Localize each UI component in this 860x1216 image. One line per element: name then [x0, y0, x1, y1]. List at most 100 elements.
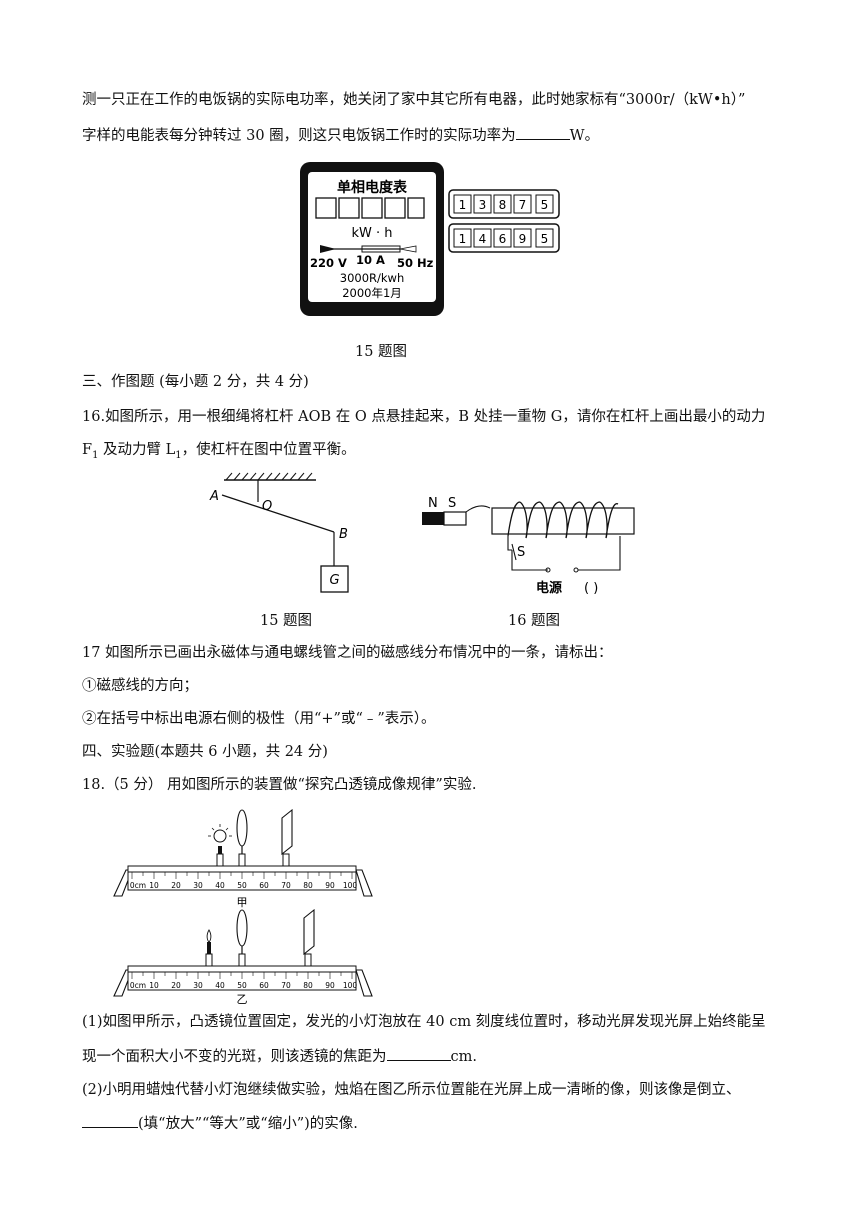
- q18-part2-line2: (填“放大”“等大”或“缩小”)的实像.: [82, 1113, 358, 1134]
- figure-caption-15-meter: 15 题图: [355, 344, 408, 360]
- bench-jia: 0cm 10 20 30 40 50 60 70 80 90 100: [113, 808, 373, 909]
- svg-text:80: 80: [303, 981, 313, 990]
- answer-blank: [82, 1113, 138, 1128]
- meter-reading-1: 1 3 8 7 5: [448, 189, 560, 219]
- svg-text:5: 5: [541, 232, 549, 246]
- optical-bench-figure: 0cm 10 20 30 40 50 60 70 80 90 100: [113, 808, 373, 1004]
- magnet-s-label: S: [448, 496, 456, 511]
- lever-figure: A O B G: [209, 472, 349, 593]
- light-screen-icon: [303, 908, 315, 967]
- meter-digit-window: [315, 197, 425, 219]
- svg-text:10: 10: [149, 981, 159, 990]
- q18-part2-line1: (2)小明用蜡烛代替小灯泡继续做实验，烛焰在图乙所示位置能在光屏上成一清晰的像，…: [82, 1082, 741, 1098]
- answer-blank: [515, 125, 570, 140]
- weight-g-label: G: [329, 573, 339, 588]
- solenoid-figure: N S S 电源 ( ): [422, 496, 635, 596]
- meter-title: 单相电度表: [337, 179, 408, 196]
- svg-text:50: 50: [237, 881, 247, 890]
- ruler-ticks-yi: [131, 972, 353, 979]
- svg-text:7: 7: [519, 198, 527, 212]
- bench-rail-yi: [127, 965, 357, 973]
- solenoid-core: [491, 507, 635, 535]
- q15-line2-text: 字样的电能表每分钟转过 30 圈，则这只电饭锅工作时的实际功率为: [82, 128, 516, 144]
- magnet-south-pole: [443, 511, 467, 526]
- svg-text:3: 3: [479, 198, 487, 212]
- svg-text:70: 70: [281, 881, 291, 890]
- svg-text:30: 30: [193, 981, 203, 990]
- q18-intro: 18.（5 分） 用如图所示的装置做“探究凸透镜成像规律”实验.: [82, 777, 477, 793]
- meter-arrow: [320, 245, 417, 253]
- q16-line1: 16.如图所示，用一根细绳将杠杆 AOB 在 O 点悬挂起来，B 处挂一重物 G…: [82, 409, 766, 425]
- light-screen-icon: [281, 808, 293, 867]
- q17-line3: ②在括号中标出电源右侧的极性（用“+”或“﹣”表示）。: [82, 711, 436, 727]
- section-4-heading: 四、实验题(本题共 6 小题，共 24 分): [82, 744, 328, 760]
- meter-face: [308, 172, 436, 302]
- ruler-labels-yi: 0cm 10 20 30 40 50 60 70 80 90 100: [130, 981, 357, 990]
- figure-caption-16-solenoid: 16 题图: [508, 613, 561, 629]
- switch-lever: [511, 543, 517, 561]
- point-o-label: O: [262, 499, 272, 514]
- svg-text:4: 4: [479, 232, 487, 246]
- bench-rail-jia: [127, 865, 357, 873]
- point-b-label: B: [339, 527, 348, 542]
- switch-s-label: S: [517, 545, 525, 560]
- svg-text:60: 60: [259, 881, 269, 890]
- svg-text:20: 20: [171, 881, 181, 890]
- convex-lens-icon: [236, 809, 248, 867]
- label-jia: 甲: [237, 896, 248, 909]
- svg-text:70: 70: [281, 981, 291, 990]
- wire-left: [507, 536, 512, 551]
- meter-date: 2000年1月: [342, 286, 402, 300]
- magnet-n-label: N: [428, 496, 438, 511]
- wire-bottom-left: [511, 564, 548, 571]
- q15-line2: 字样的电能表每分钟转过 30 圈，则这只电饭锅工作时的实际功率为 W。: [82, 125, 599, 146]
- svg-text:30: 30: [193, 881, 203, 890]
- polarity-parentheses: ( ): [584, 581, 598, 596]
- svg-text:1: 1: [459, 198, 467, 212]
- q17-line2: ①磁感线的方向；: [82, 678, 198, 694]
- light-bulb-icon: [208, 824, 232, 867]
- ceiling-hatch: [224, 472, 316, 481]
- convex-lens-icon: [236, 909, 248, 967]
- svg-text:100: 100: [343, 881, 358, 890]
- electric-meter-figure: 单相电度表 kW · h 220 V 10 A 50 Hz 3000R/kwh …: [300, 162, 560, 316]
- svg-text:80: 80: [303, 881, 313, 890]
- q15-line2-unit: W。: [569, 128, 600, 144]
- solenoid-coil: [507, 501, 619, 539]
- svg-text:9: 9: [519, 232, 527, 246]
- q17-line1: 17 如图所示已画出永磁体与通电螺线管之间的磁感线分布情况中的一条，请标出：: [82, 645, 613, 661]
- ruler-labels-jia: 0cm 10 20 30 40 50 60 70 80 90 100: [130, 881, 357, 890]
- svg-text:0cm: 0cm: [130, 881, 146, 890]
- terminal-right: [573, 567, 579, 573]
- meter-reading-2: 1 4 6 9 5: [448, 223, 560, 253]
- svg-text:20: 20: [171, 981, 181, 990]
- answer-blank: [386, 1046, 451, 1061]
- svg-text:1: 1: [459, 232, 467, 246]
- svg-text:50: 50: [237, 981, 247, 990]
- magnetic-field-line: [465, 505, 491, 513]
- lever-bar: [221, 494, 335, 533]
- terminal-left: [545, 567, 551, 573]
- svg-text:60: 60: [259, 981, 269, 990]
- magnet-north-pole: [422, 512, 444, 525]
- weight-box: [320, 565, 349, 593]
- svg-text:40: 40: [215, 881, 225, 890]
- figure-caption-15-lever: 15 题图: [260, 613, 313, 629]
- svg-text:8: 8: [499, 198, 507, 212]
- q16-line2: F1 及动力臂 L1，使杠杆在图中位置平衡。: [82, 442, 356, 461]
- svg-text:6: 6: [499, 232, 507, 246]
- meter-revolutions: 3000R/kwh: [340, 271, 405, 285]
- q15-line1: 测一只正在工作的电饭锅的实际电功率，她关闭了家中其它所有电器，此时她家标有“30…: [82, 92, 746, 108]
- q18-part1-line1: (1)如图甲所示，凸透镜位置固定，发光的小灯泡放在 40 cm 刻度线位置时，移…: [82, 1014, 766, 1030]
- svg-text:0cm: 0cm: [130, 981, 146, 990]
- meter-frequency: 50 Hz: [397, 256, 434, 270]
- svg-text:10: 10: [149, 881, 159, 890]
- meter-unit: kW · h: [351, 226, 392, 241]
- section-3-heading: 三、作图题 (每小题 2 分，共 4 分): [82, 374, 309, 390]
- bench-yi: 0cm 10 20 30 40 50 60 70 80 90 100: [113, 908, 373, 1004]
- power-source-label: 电源: [536, 580, 562, 596]
- svg-text:5: 5: [541, 198, 549, 212]
- svg-text:90: 90: [325, 881, 335, 890]
